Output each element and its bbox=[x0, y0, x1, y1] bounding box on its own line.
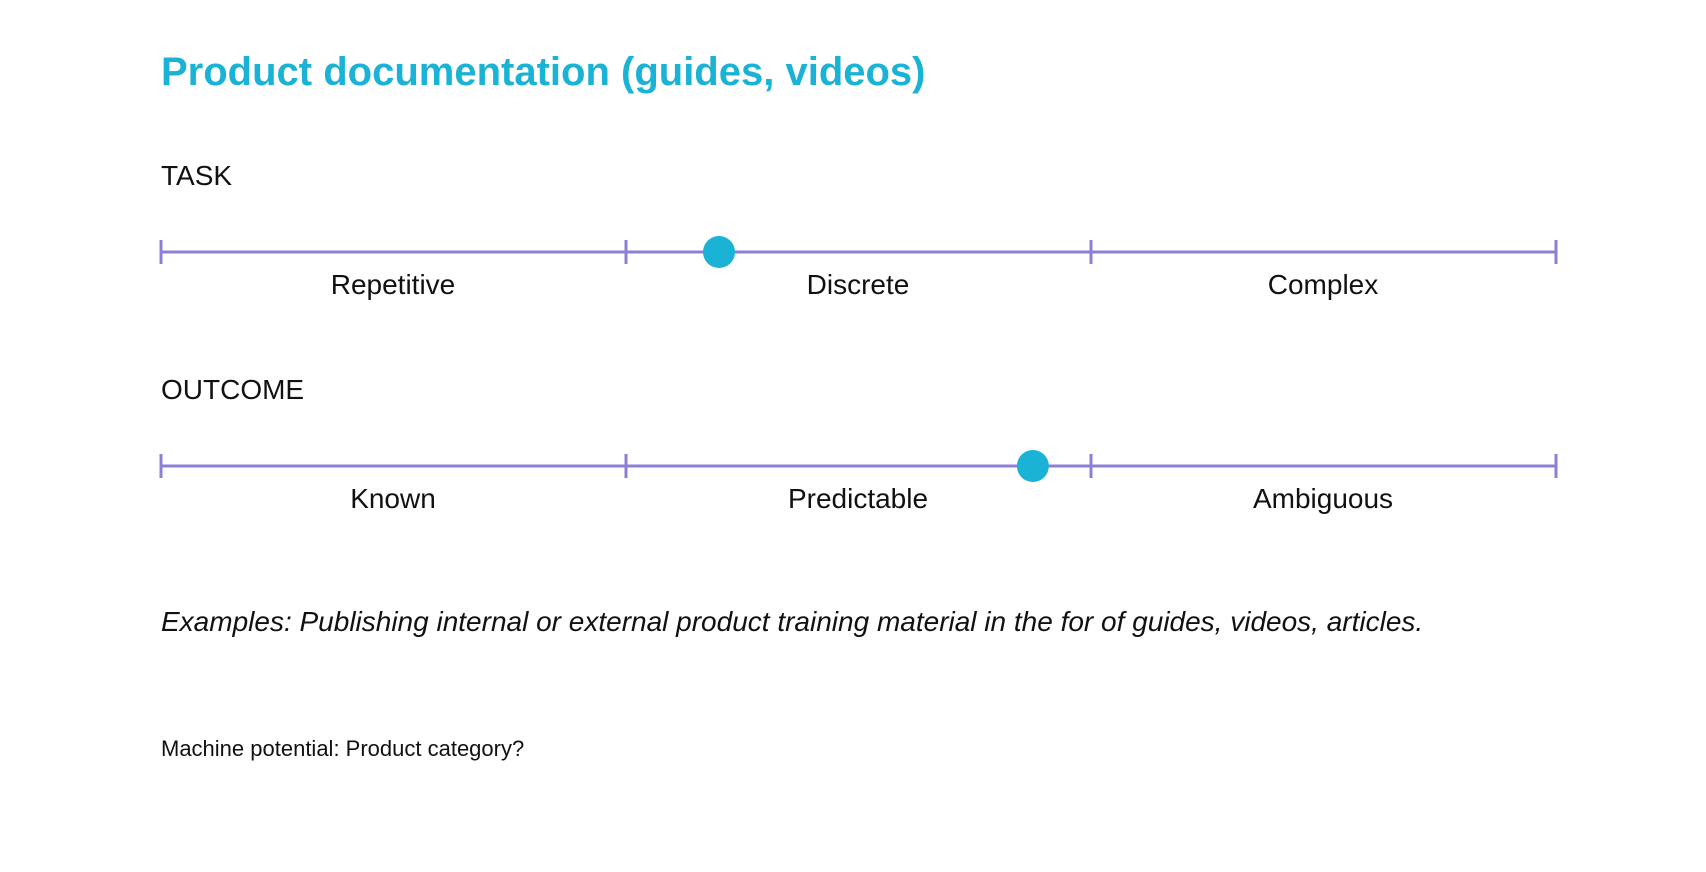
task-heading: TASK bbox=[161, 160, 233, 191]
machine-potential-text: Machine potential: Product category? bbox=[161, 736, 525, 761]
outcome-heading: OUTCOME bbox=[161, 374, 305, 405]
outcome-label-known: Known bbox=[350, 483, 436, 514]
task-label-repetitive: Repetitive bbox=[331, 269, 456, 300]
page-title: Product documentation (guides, videos) bbox=[161, 50, 926, 94]
outcome-label-ambiguous: Ambiguous bbox=[1253, 483, 1393, 514]
examples-text: Examples: Publishing internal or externa… bbox=[161, 606, 1424, 637]
outcome-marker bbox=[1016, 450, 1049, 482]
task-marker bbox=[703, 236, 735, 268]
outcome-scale: Known Predictable Ambiguous bbox=[159, 450, 1558, 514]
outcome-label-predictable: Predictable bbox=[788, 483, 928, 514]
task-label-complex: Complex bbox=[1268, 269, 1378, 300]
task-scale: Repetitive Discrete Complex bbox=[159, 236, 1558, 300]
task-label-discrete: Discrete bbox=[807, 269, 910, 300]
